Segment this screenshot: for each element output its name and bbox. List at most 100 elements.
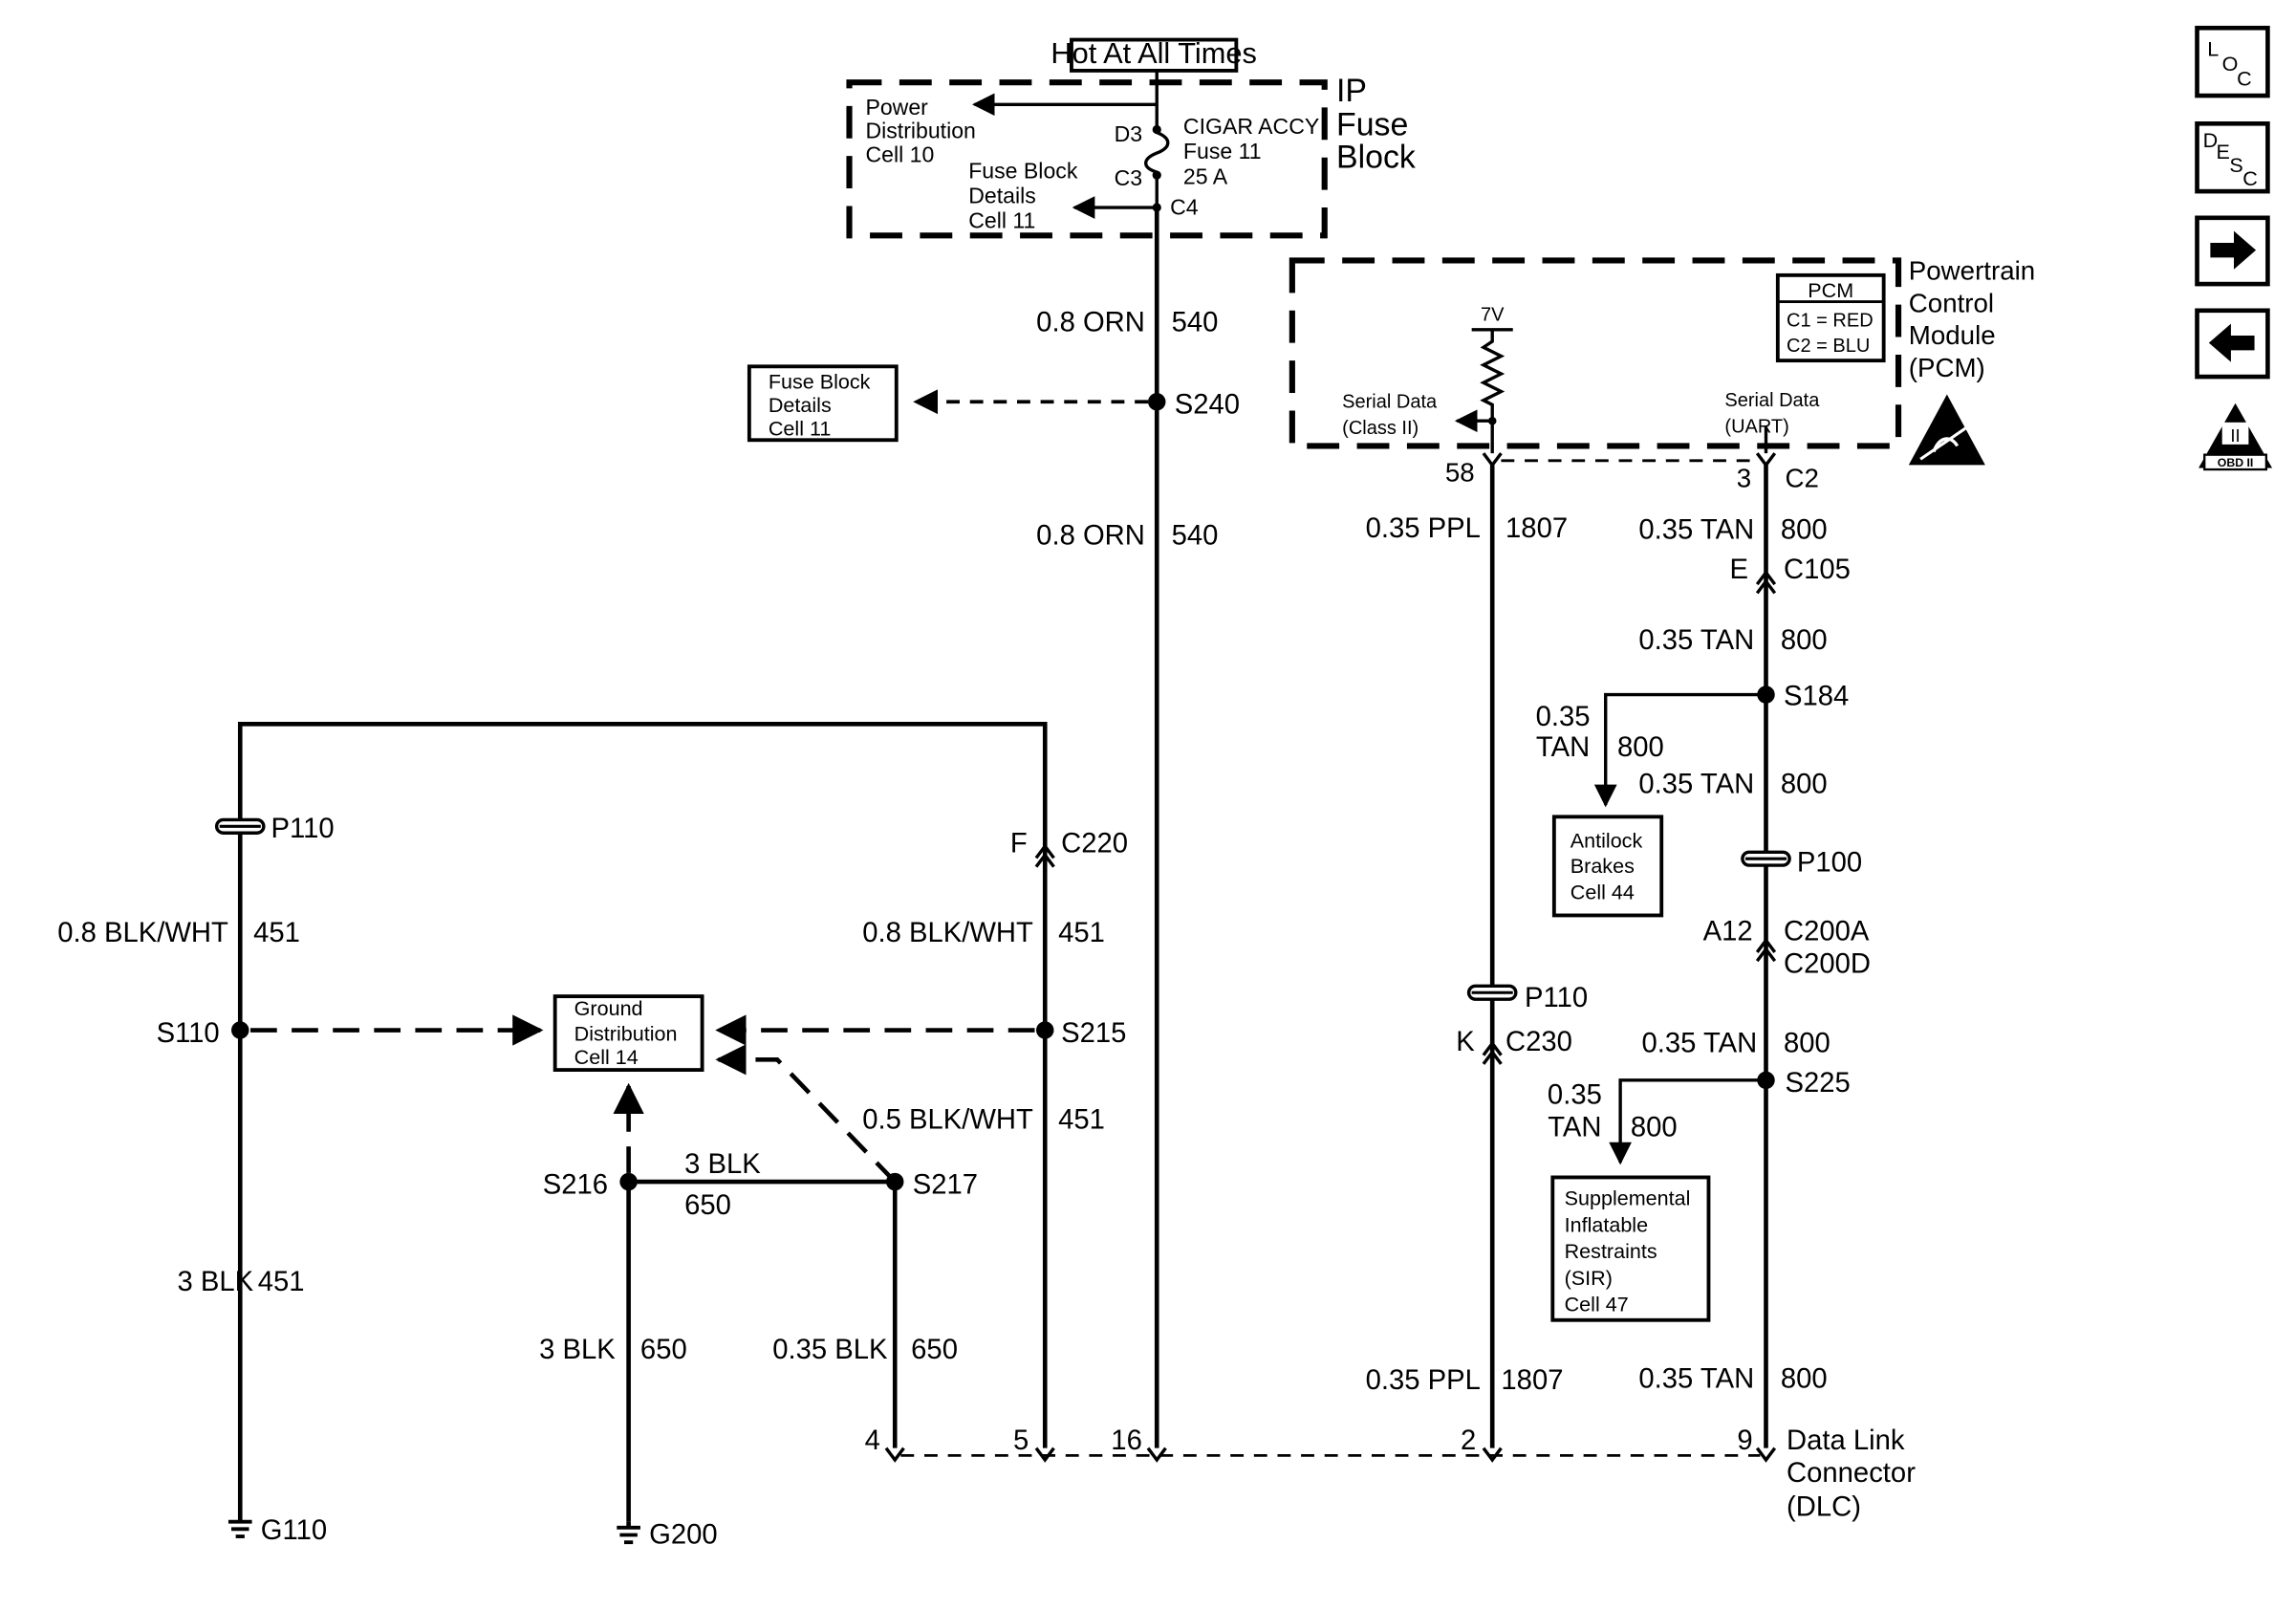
s240-ref-1: Fuse Block (769, 369, 871, 393)
s215-label: S215 (1061, 1018, 1126, 1049)
dlc-pin-2-label: 2 (1461, 1425, 1476, 1456)
orn-gauge-label-1: 0.8 ORN (1036, 307, 1145, 337)
c230-pin-label: K (1456, 1027, 1475, 1057)
fuse-label-3: 25 A (1183, 163, 1228, 188)
blk-small-gauge: 0.35 BLK (772, 1335, 888, 1365)
blkwht-circuit-left: 451 (253, 918, 300, 948)
g110-label: G110 (261, 1515, 327, 1546)
ppl-gauge-label-2: 0.35 PPL (1366, 1365, 1481, 1396)
orn-circuit-label-2: 540 (1172, 521, 1219, 552)
abs-ref-box (1551, 815, 1664, 918)
dlc-pin-9-terminal (1755, 1447, 1777, 1463)
fuse-label-1: CIGAR ACCY (1183, 114, 1319, 139)
blk3-650-circuit: 650 (640, 1335, 687, 1365)
dlc-pin-9-label: 9 (1737, 1425, 1752, 1456)
sir-ref-2: Inflatable (1565, 1212, 1648, 1236)
fuse-block-details-ref-2: Details (968, 183, 1036, 207)
c200d-label: C200D (1784, 948, 1871, 979)
sidebar: L O C D E S C OBD II II (2195, 25, 2273, 471)
ip-fuse-block: Hot At All Times IP Fuse Block Power Dis… (846, 36, 1416, 239)
splice-s240 (1148, 392, 1166, 411)
abs-ref-2: Brakes (1570, 854, 1635, 878)
s240-ref-2: Details (769, 393, 832, 417)
dlc-title-1: Data Link (1787, 1425, 1905, 1456)
s184-branch-circuit: 800 (1617, 732, 1664, 763)
pullup-resistor (1480, 329, 1505, 422)
fuse-block-title-3: Block (1336, 139, 1416, 175)
fuse-label-2: Fuse 11 (1183, 139, 1262, 163)
c105-connector (1755, 569, 1777, 595)
serial-class2-2: (Class II) (1342, 418, 1419, 439)
dlc-pin-2-terminal (1482, 1447, 1503, 1463)
c105-label: C105 (1784, 555, 1851, 585)
dlc-pin-16-label: 16 (1111, 1425, 1142, 1456)
p100-label: P100 (1797, 847, 1862, 878)
ppl-circuit-label-2: 1807 (1501, 1365, 1563, 1396)
dlc-title-3: (DLC) (1787, 1491, 1861, 1522)
ppl-gauge-label-1: 0.35 PPL (1366, 513, 1481, 544)
ground-distribution-ref-box (552, 994, 704, 1072)
fuse-symbol (1144, 130, 1170, 174)
ground-circuits: P110 0.8 BLK/WHT 451 F C220 0.8 BLK/WHT … (57, 722, 1128, 1551)
splice-s215 (1036, 1021, 1054, 1039)
desc-button[interactable]: D E S C (2195, 120, 2270, 194)
splice-s110 (231, 1021, 249, 1039)
s184-branch-wire (1593, 692, 1766, 808)
pcm-title-1: Powertrain (1909, 255, 2035, 285)
fuse-block-details-ref-1: Fuse Block (968, 158, 1078, 183)
loc-letter-o: O (2222, 52, 2239, 76)
gd-ref-1: Ground (574, 996, 643, 1020)
tan-circuit-label-3: 800 (1781, 770, 1828, 800)
c200-connector (1755, 937, 1777, 963)
pin-c4-label: C4 (1170, 195, 1199, 220)
c105-pin-label: E (1730, 555, 1749, 585)
fuse-block-details-ref-3: Cell 11 (968, 208, 1035, 233)
blk3-link-circuit: 650 (684, 1190, 731, 1221)
tan-circuit-label-4: 800 (1784, 1029, 1830, 1059)
tan-gauge-label-4: 0.35 TAN (1641, 1029, 1757, 1059)
abs-ref-1: Antilock (1570, 829, 1643, 853)
tan-gauge-label-3: 0.35 TAN (1638, 770, 1754, 800)
obd-ii-label: OBD II (2218, 456, 2254, 469)
blkwht-circuit-right: 451 (1058, 918, 1105, 948)
pin-3-label: 3 (1737, 464, 1751, 493)
sir-ref-5: Cell 47 (1565, 1293, 1629, 1316)
sir-ref-box (1550, 1175, 1711, 1322)
previous-arrow-button[interactable] (2195, 308, 2270, 380)
pin-58-label: 58 (1445, 457, 1475, 487)
pcm-legend-title: PCM (1808, 278, 1853, 302)
loc-letter-l: L (2207, 36, 2219, 60)
loc-button[interactable]: L O C (2195, 25, 2270, 98)
s225-branch-gauge-1: 0.35 (1548, 1079, 1602, 1110)
next-arrow-button[interactable] (2195, 215, 2270, 287)
serial-class2-1: Serial Data (1342, 391, 1438, 412)
s240-ref-box (747, 364, 899, 443)
sir-ref-3: Restraints (1565, 1239, 1657, 1263)
left-arrow-icon (2208, 323, 2255, 362)
s225-branch-wire (1609, 1078, 1766, 1165)
blkwht-gauge-left: 0.8 BLK/WHT (57, 918, 228, 948)
blk3-451-circuit: 451 (258, 1267, 305, 1297)
hot-at-all-times-box (1070, 37, 1239, 73)
serial-uart-2: (UART) (1724, 417, 1788, 438)
blkwht-small-gauge: 0.5 BLK/WHT (862, 1105, 1033, 1136)
p100-passthrough (1741, 850, 1791, 867)
tan-circuit-label-1: 800 (1781, 514, 1828, 545)
desc-letter-e: E (2217, 140, 2230, 163)
loc-letter-c: C (2237, 66, 2252, 90)
abs-ref-3: Cell 44 (1570, 881, 1635, 904)
dlc-pin-4-terminal (884, 1447, 905, 1463)
s225-branch-gauge-2: TAN (1548, 1112, 1601, 1142)
gd-ref-3: Cell 14 (574, 1045, 639, 1069)
s184-branch-gauge-1: 0.35 (1536, 702, 1591, 732)
dlc-pin-4-label: 4 (865, 1425, 880, 1456)
power-distribution-ref-2: Distribution (865, 119, 975, 143)
dlc-title-2: Connector (1787, 1458, 1916, 1489)
orn-gauge-label-2: 0.8 ORN (1036, 521, 1145, 552)
s217-ref-arrow (715, 1044, 897, 1184)
c220-pin-label: F (1010, 828, 1028, 859)
c200a-label: C200A (1784, 917, 1870, 947)
c200-pin-label: A12 (1703, 917, 1753, 947)
c230-connector (1482, 1040, 1503, 1065)
